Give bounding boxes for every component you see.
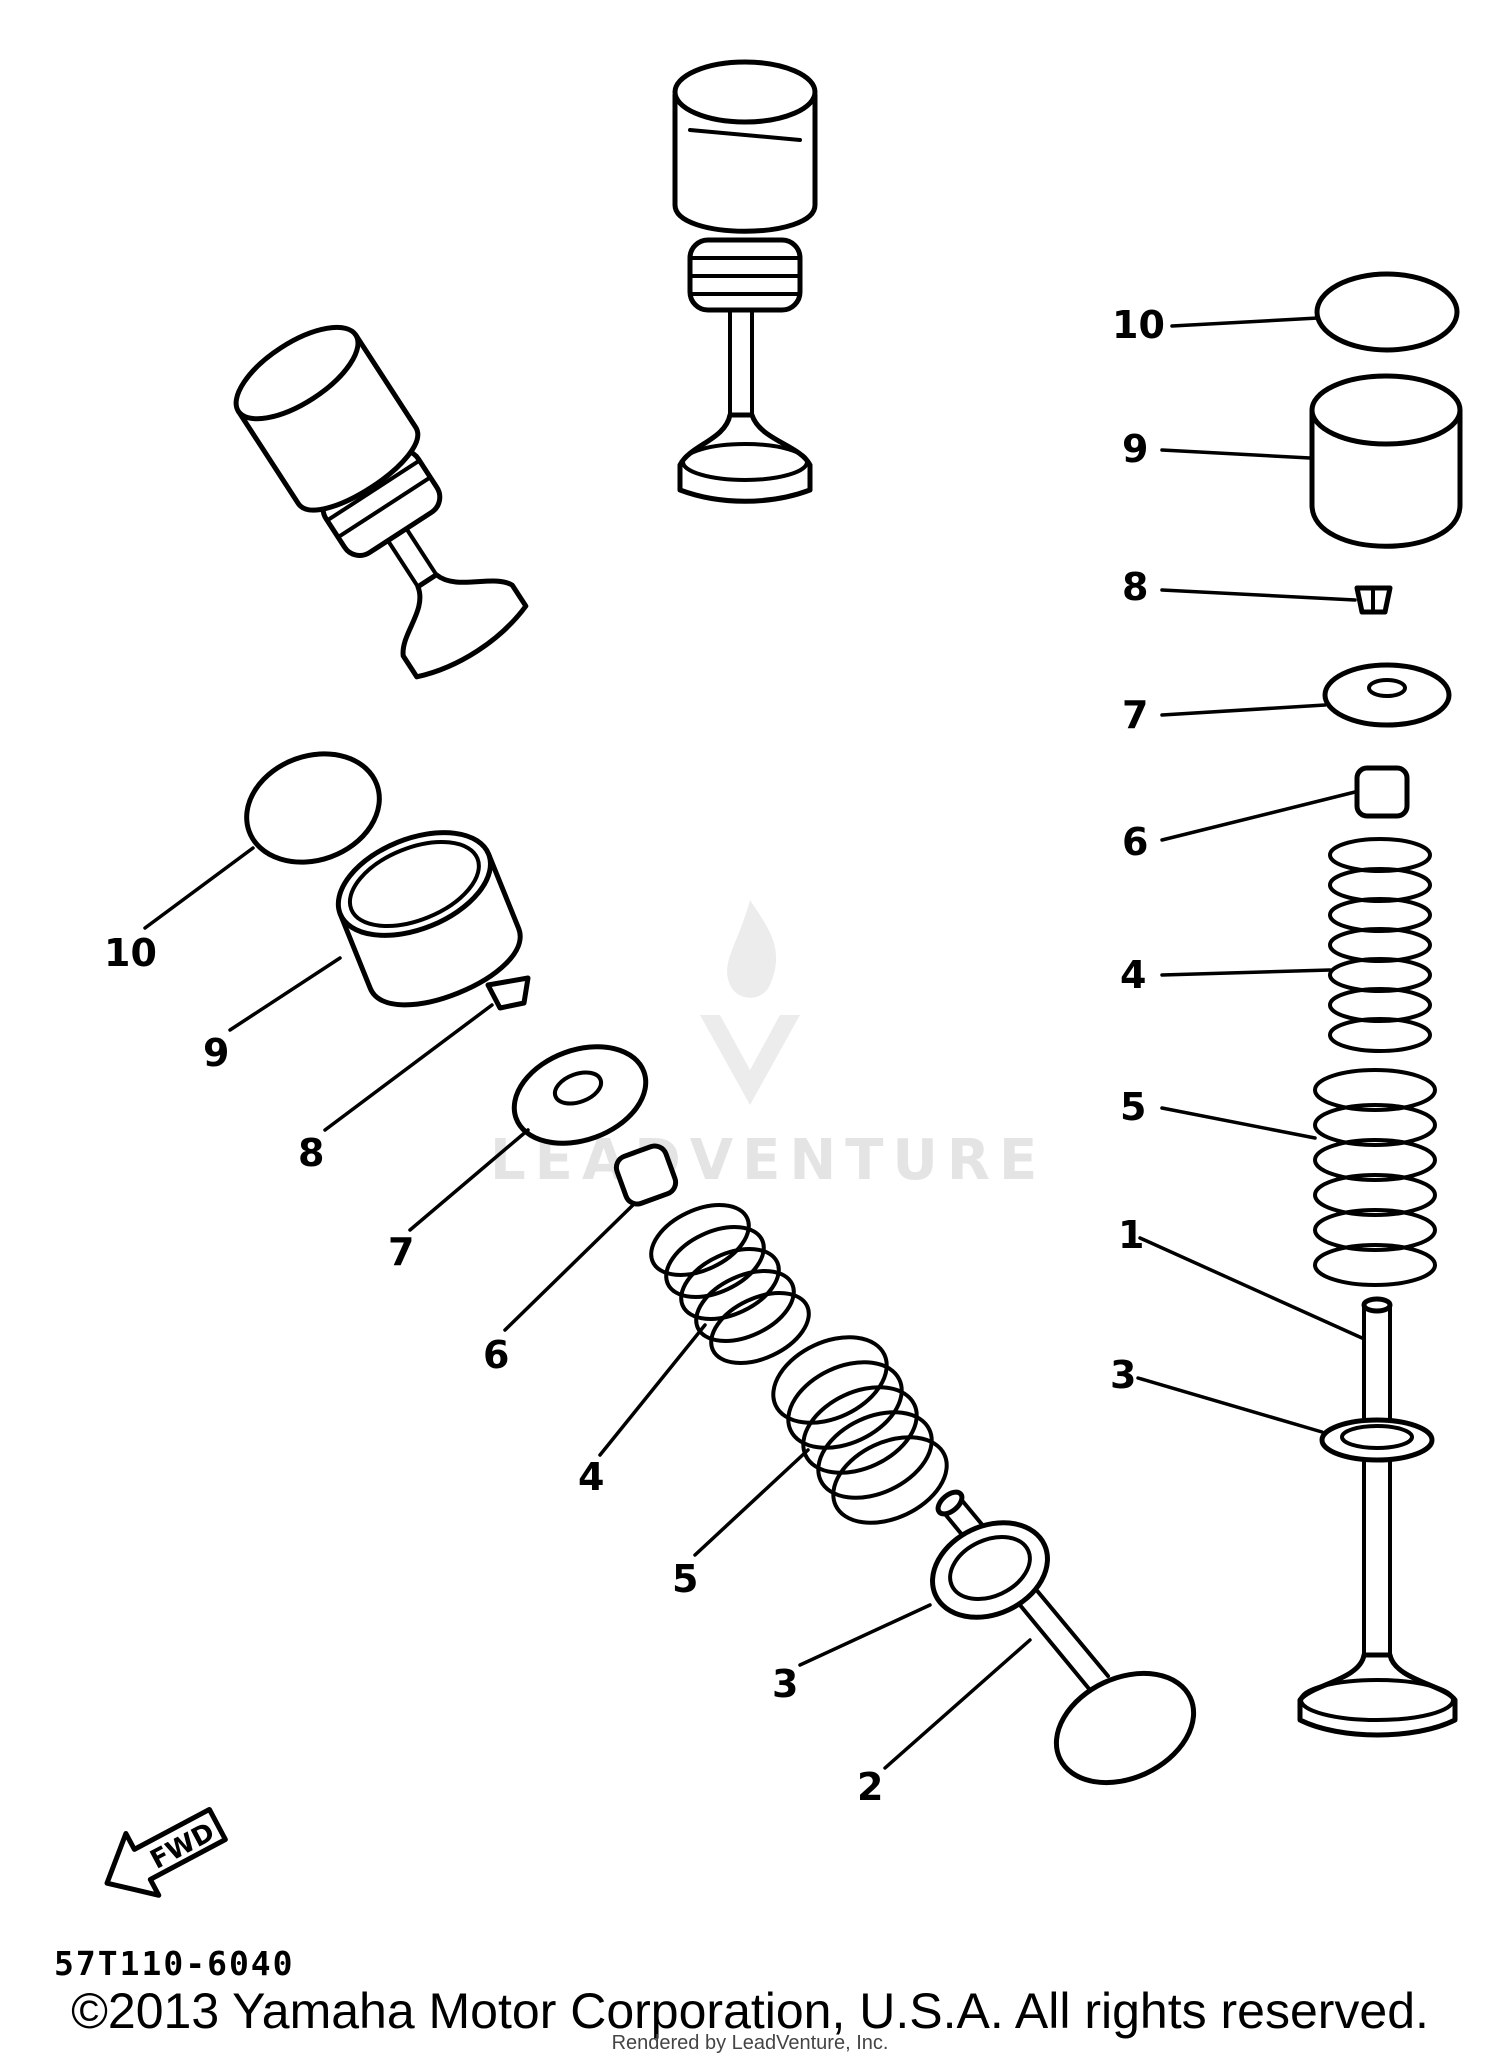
right-leader-lines: [1136, 316, 1364, 1434]
right-part-5-outer-spring: [1313, 1068, 1437, 1287]
rendered-by-credit: Rendered by LeadVenture, Inc.: [611, 2032, 889, 2054]
label-right-5: 5: [1120, 1085, 1146, 1129]
label-right-9: 9: [1122, 427, 1148, 471]
left-part-9-bucket: [335, 830, 523, 1008]
right-part-9-bucket: [1309, 407, 1463, 549]
left-valve-parts: [244, 751, 1197, 1786]
label-left-4: 4: [578, 1455, 604, 1499]
label-left-5: 5: [672, 1557, 698, 1601]
left-part-4-inner-spring: [649, 1203, 811, 1365]
label-left-7: 7: [388, 1230, 414, 1274]
label-right-3: 3: [1110, 1353, 1136, 1397]
left-part-8-keeper: [485, 975, 531, 1011]
diagram-code: 57T110-6040: [54, 1944, 295, 1983]
left-part-3-washer: [930, 1520, 1050, 1620]
watermark-logo: [700, 900, 800, 1105]
fwd-arrow-icon: FWD: [104, 1806, 228, 1898]
left-part-7-retainer: [511, 1044, 649, 1146]
right-part-10-shim: [1314, 271, 1460, 353]
label-right-10: 10: [1112, 303, 1165, 347]
label-right-6: 6: [1122, 820, 1148, 864]
right-valve-parts: [1297, 271, 1463, 1738]
label-left-3: 3: [772, 1662, 798, 1706]
assembled-valve-top-center: [672, 59, 818, 504]
right-part-1-valve: [1297, 1296, 1458, 1738]
label-left-8: 8: [298, 1131, 324, 1175]
assembled-valve-top-left: [233, 324, 529, 680]
left-part-10-shim: [244, 751, 382, 865]
right-part-4-inner-spring: [1328, 837, 1432, 1053]
left-part-5-outer-spring: [771, 1335, 949, 1525]
left-leader-lines: [143, 846, 1032, 1770]
label-left-10: 10: [104, 931, 157, 975]
label-right-1: 1: [1118, 1213, 1144, 1257]
label-right-4: 4: [1120, 953, 1146, 997]
left-part-6-seal: [613, 1143, 679, 1207]
valve-exploded-diagram: FWD 10 9 8 7 6 4 5 1 3 10 9 8 7 6 4 5 3 …: [104, 59, 1463, 1898]
label-left-2: 2: [857, 1765, 883, 1809]
label-right-7: 7: [1122, 693, 1148, 737]
copyright-notice: ©2013 Yamaha Motor Corporation, U.S.A. A…: [71, 1983, 1429, 2039]
label-left-6: 6: [483, 1333, 509, 1377]
label-left-9: 9: [203, 1031, 229, 1075]
right-part-6-seal: [1354, 765, 1410, 819]
label-right-8: 8: [1122, 565, 1148, 609]
